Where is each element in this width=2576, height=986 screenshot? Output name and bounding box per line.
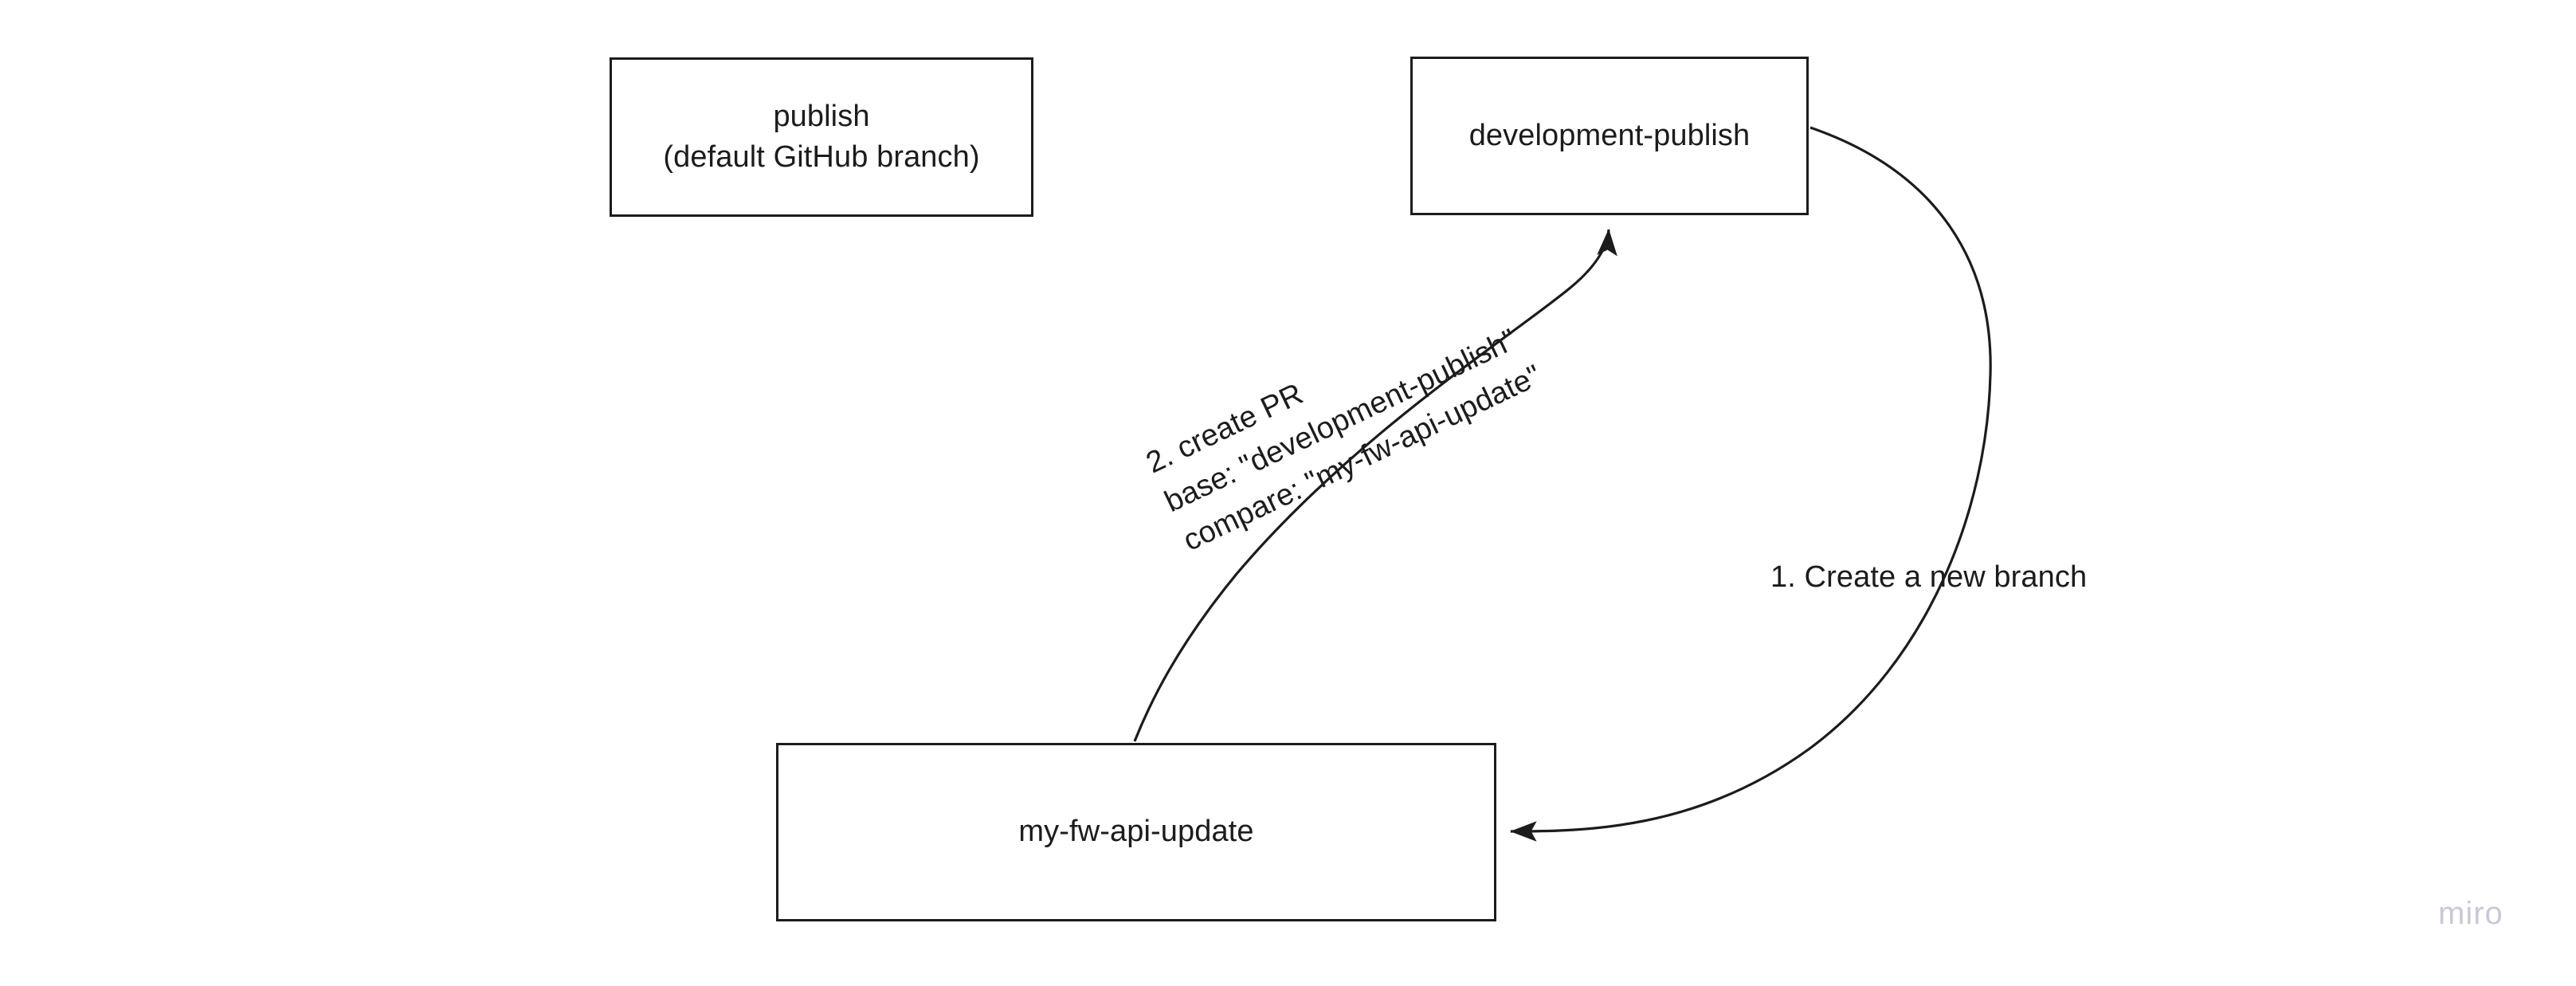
node-development-publish[interactable]: development-publish xyxy=(1410,57,1809,215)
edge-create-branch-path xyxy=(1510,126,1992,842)
node-development-publish-label: development-publish xyxy=(1468,118,1751,152)
node-publish-label: publish (default GitHub branch) xyxy=(663,99,980,174)
edge-label-create-pr: 2. create PR base: "development-publish"… xyxy=(1141,322,1547,558)
node-my-fw-api-update-label: my-fw-api-update xyxy=(1018,815,1254,849)
edge-label-create-branch: 1. Create a new branch xyxy=(1770,560,2088,594)
node-publish[interactable]: publish (default GitHub branch) xyxy=(610,57,1033,217)
miro-watermark: miro xyxy=(2438,896,2503,931)
node-my-fw-api-update[interactable]: my-fw-api-update xyxy=(776,743,1496,921)
